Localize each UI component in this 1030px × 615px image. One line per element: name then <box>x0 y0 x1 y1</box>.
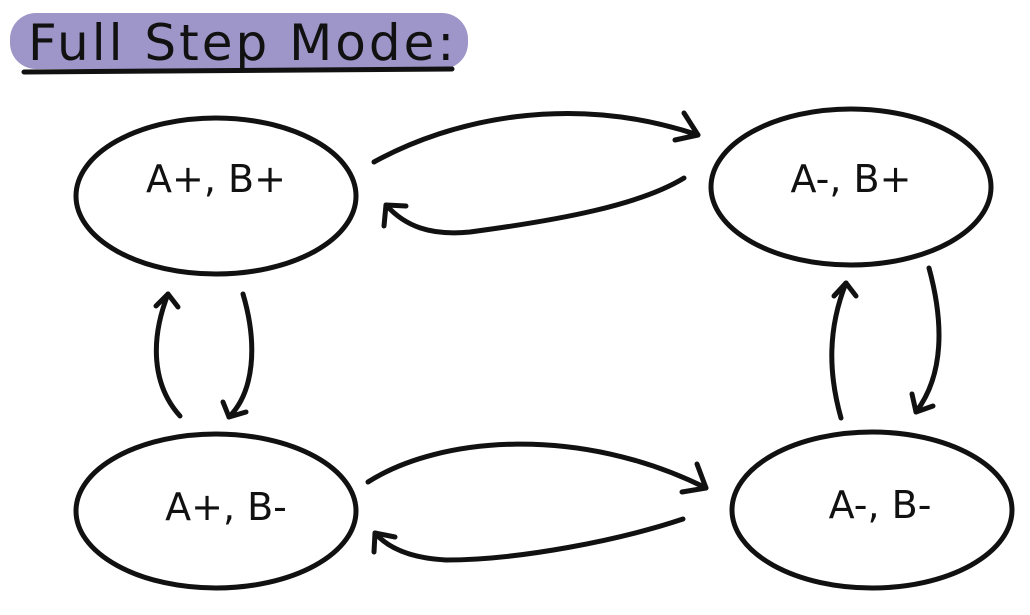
arrow-a-minus-b-minus-to-a-minus-b-plus <box>829 280 859 421</box>
arrow-a-minus-b-plus-to-a-plus-b-plus <box>381 175 687 236</box>
arrow-a-minus-b-minus-to-a-plus-b-minus <box>371 516 686 563</box>
state-a-plus-b-plus-label: A+, B+ <box>146 157 286 201</box>
state-a-minus-b-plus-label: A-, B+ <box>791 157 912 201</box>
title-group: Full Step Mode: <box>10 13 468 75</box>
state-a-plus-b-minus: A+, B- <box>73 431 359 591</box>
state-a-minus-b-minus: A-, B- <box>729 429 1015 591</box>
state-a-plus-b-minus-label: A+, B- <box>165 485 287 529</box>
arrow-a-plus-b-plus-to-a-minus-b-plus <box>371 110 701 165</box>
state-a-minus-b-plus-ellipse <box>708 106 994 268</box>
arrow-a-minus-b-plus-to-a-minus-b-minus <box>909 265 942 415</box>
arrow-a-plus-b-minus-to-a-plus-b-plus <box>153 291 183 419</box>
state-a-plus-b-plus: A+, B+ <box>73 115 359 277</box>
title-underline <box>21 66 455 75</box>
arrow-a-plus-b-minus-to-a-minus-b-minus <box>365 441 709 495</box>
state-a-minus-b-plus: A-, B+ <box>708 106 994 268</box>
state-a-plus-b-plus-ellipse <box>73 115 359 277</box>
arrow-a-plus-b-plus-to-a-plus-b-minus <box>220 291 255 420</box>
state-a-minus-b-minus-ellipse <box>729 429 1015 591</box>
diagram-title: Full Step Mode: <box>28 14 457 72</box>
title-highlight <box>10 13 468 69</box>
state-a-minus-b-minus-label: A-, B- <box>829 483 932 527</box>
state-a-plus-b-minus-ellipse <box>73 431 359 591</box>
